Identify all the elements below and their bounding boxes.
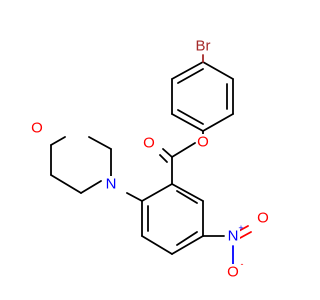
morpholine-ring [50,136,143,202]
morpholine-nitrogen-label: N [106,176,117,193]
molecule-structure: Br O O N O N + O O - [30,38,270,281]
ester-oxygen-label: O [197,134,209,151]
ester-group [159,142,196,185]
nitro-nitrogen-charge: + [238,223,243,233]
bromophenyl-ring [171,61,234,132]
nitro-oxygen-double-label: O [257,210,269,227]
bromine-label: Br [196,38,211,55]
central-ring [141,183,204,255]
nitro-group [202,225,252,266]
nitro-oxygen-single-label: O [227,264,239,281]
carbonyl-oxygen-label: O [143,135,155,152]
nitro-oxygen-charge: - [241,259,244,269]
atom-labels: Br O O N O N + O O - [30,38,270,281]
morpholine-oxygen-label: O [31,120,43,137]
nitro-nitrogen-label: N [228,228,239,245]
